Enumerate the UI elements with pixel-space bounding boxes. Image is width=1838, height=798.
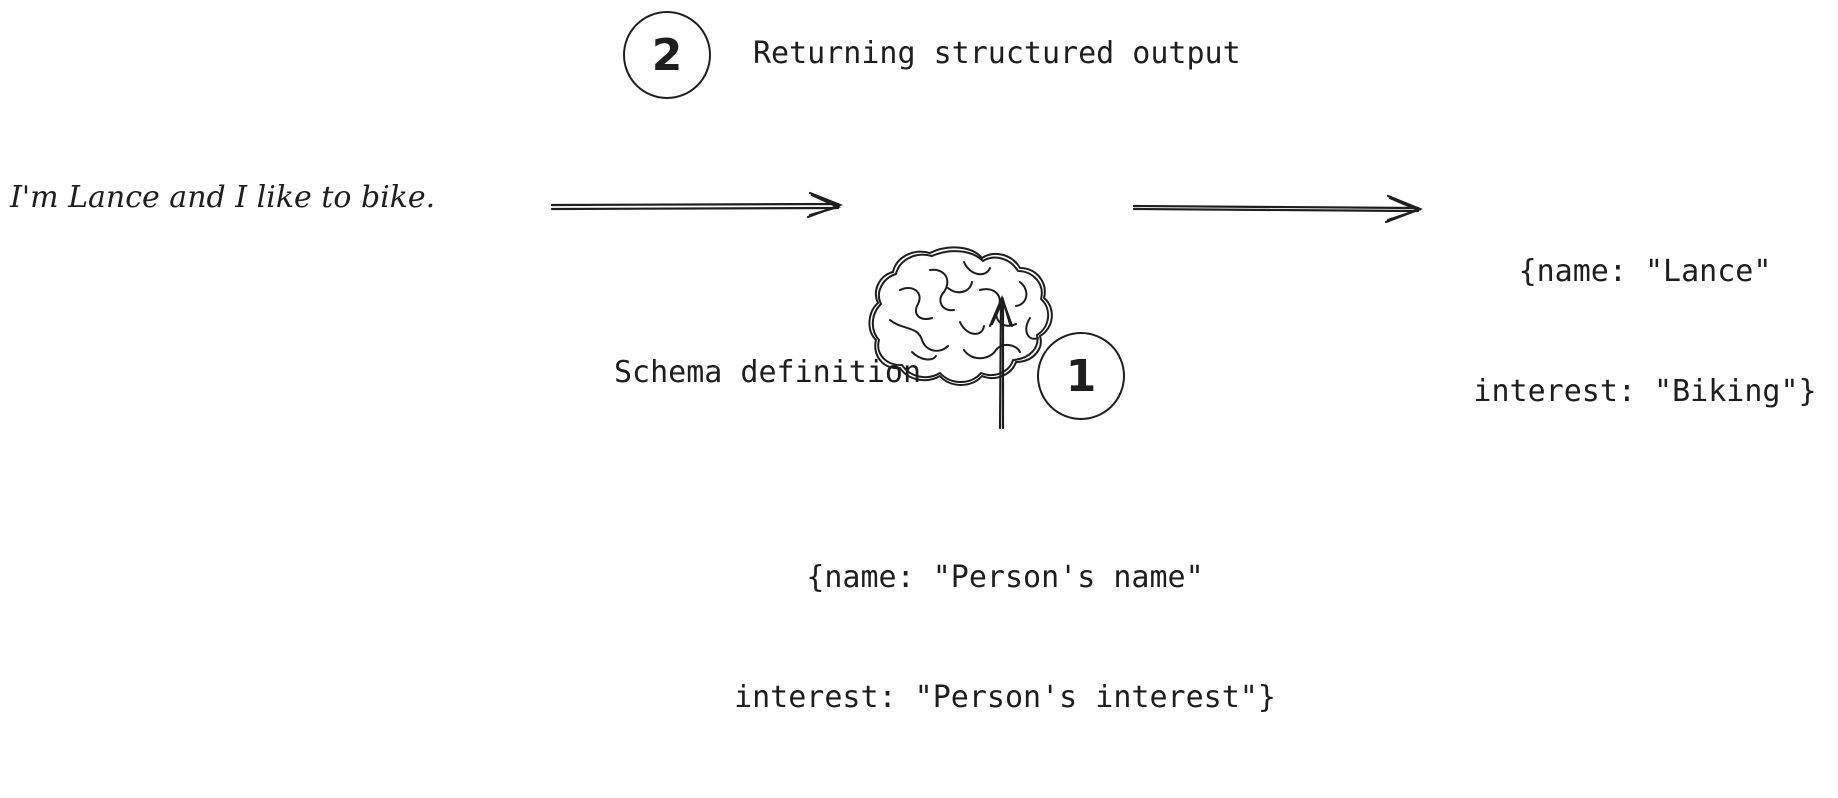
diagram-strokes bbox=[550, 191, 1423, 430]
input-text: I'm Lance and I like to bike. bbox=[10, 180, 436, 215]
diagram-canvas: 2 Returning structured output I'm Lance … bbox=[10, 11, 1832, 715]
step-1-title: Schema definition bbox=[614, 355, 922, 390]
step-2-badge: 2 bbox=[623, 11, 711, 99]
schema-line-1: {name: "Person's name" bbox=[806, 560, 1204, 595]
output-line-1: {name: "Lance" bbox=[1518, 254, 1772, 289]
output-json: {name: "Lance" interest: "Biking"} bbox=[1458, 172, 1832, 492]
step-1-badge: 1 bbox=[1037, 332, 1125, 420]
schema-line-2: interest: "Person's interest"} bbox=[734, 680, 1276, 715]
step-2-number: 2 bbox=[651, 29, 683, 81]
schema-arrow bbox=[988, 294, 1014, 430]
brain-icon bbox=[868, 246, 1053, 386]
step-1-number: 1 bbox=[1065, 350, 1097, 402]
schema-json: {name: "Person's name" interest: "Person… bbox=[700, 478, 1310, 798]
output-arrow bbox=[1132, 194, 1423, 224]
step-2-title: Returning structured output bbox=[753, 36, 1241, 71]
input-arrow bbox=[550, 191, 844, 219]
output-line-2: interest: "Biking"} bbox=[1473, 374, 1817, 409]
